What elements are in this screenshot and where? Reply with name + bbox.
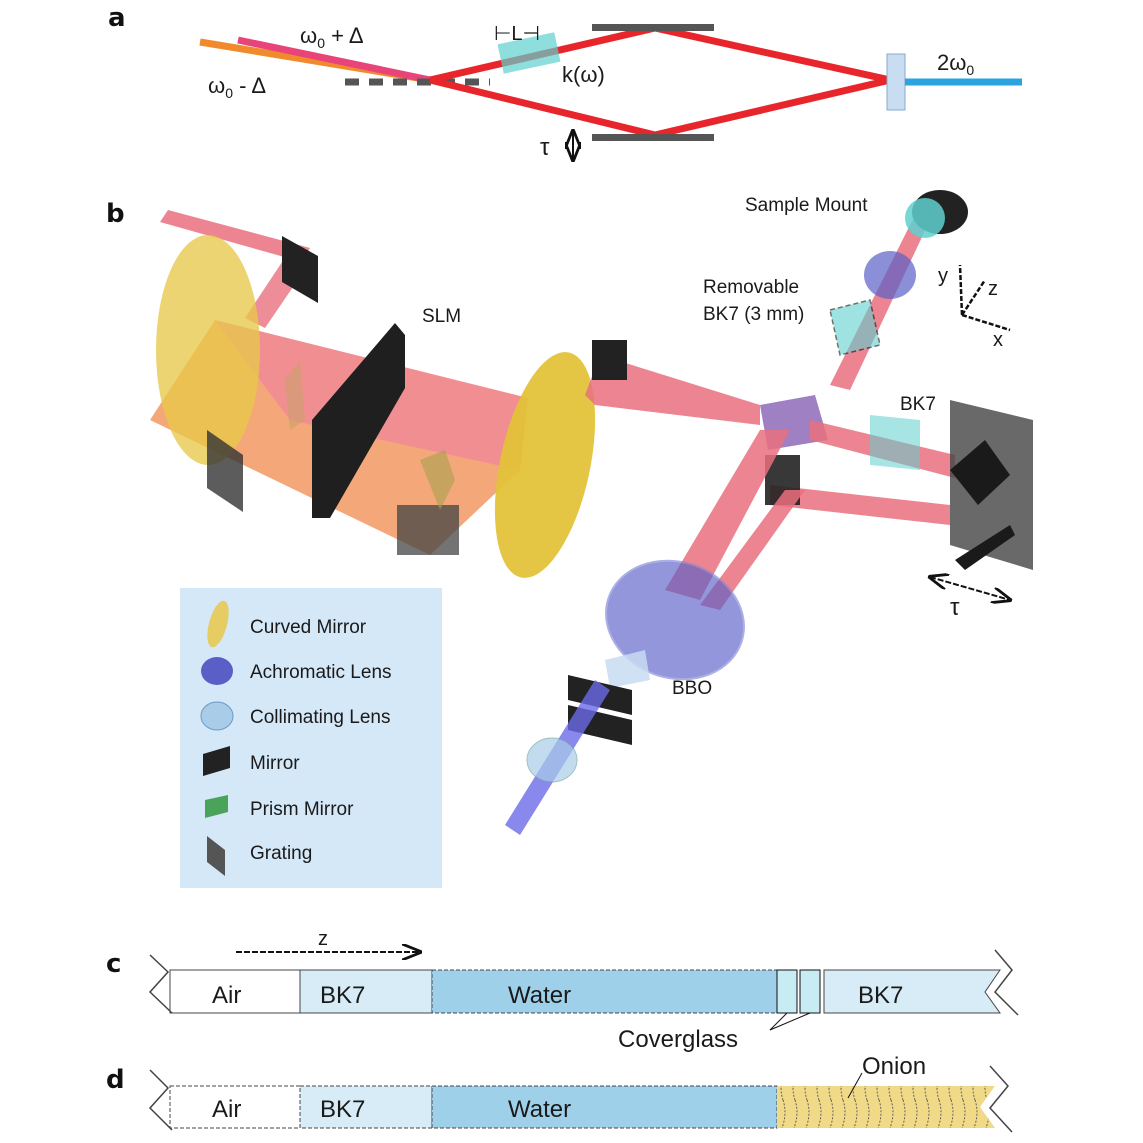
label-output: 2ω0 <box>937 50 974 78</box>
prism-mirror-right <box>420 450 455 510</box>
dispersive-element <box>497 32 561 74</box>
label-omega-plus: ω0 + Δ <box>300 23 364 51</box>
legend-label-mirror: Mirror <box>250 753 300 774</box>
layer-air <box>169 969 301 1014</box>
label-bk7: BK7 <box>900 394 936 415</box>
axes: y z x <box>938 264 1011 351</box>
label-coverglass: Coverglass <box>618 1026 738 1053</box>
input-beam <box>160 210 310 262</box>
grating-icon <box>207 836 225 876</box>
prism-mirror-left <box>285 360 305 430</box>
layer-label-bk7: BK7 <box>320 982 365 1009</box>
removable-bk7 <box>829 299 881 356</box>
coverglass-pointer-1 <box>769 1012 788 1031</box>
label-removable-1: Removable <box>703 277 799 298</box>
panel-d: d Air BK7 Water Onion <box>106 1053 1013 1133</box>
bk7-block <box>870 415 920 470</box>
z-axis-label: z <box>318 928 328 950</box>
break-left-c <box>148 954 173 1014</box>
legend-label-achromatic-lens: Achromatic Lens <box>250 662 392 683</box>
slm <box>312 323 405 518</box>
layer-label-air: Air <box>212 982 241 1009</box>
layer-bk7-right <box>823 969 1001 1014</box>
achromatic-lens-sample <box>864 251 916 299</box>
grating-left <box>207 430 243 512</box>
axis-y-label: y <box>938 265 948 287</box>
layer-label-water: Water <box>508 982 571 1009</box>
collimating-lens <box>526 737 578 783</box>
collimating-lens-icon <box>200 701 234 731</box>
label-sample-mount: Sample Mount <box>745 195 868 216</box>
mirror-top-left <box>282 236 318 303</box>
legend: Curved Mirror Achromatic Lens Collimatin… <box>180 588 442 888</box>
layer-label-air-d: Air <box>212 1096 241 1123</box>
retro-mirror-top <box>950 440 1010 505</box>
curved-mirror-left <box>156 235 260 465</box>
label-omega-minus: ω0 - Δ <box>208 73 266 101</box>
axis-x-label: x <box>993 329 1003 351</box>
label-delay-b: τ <box>950 594 960 621</box>
break-right-d <box>989 1065 1013 1133</box>
legend-label-grating: Grating <box>250 843 312 864</box>
bbo-crystal <box>605 650 650 688</box>
beam-arm-return <box>770 485 950 525</box>
layer-water <box>431 969 778 1014</box>
label-removable-2: BK7 (3 mm) <box>703 304 804 325</box>
mirror-upper-right <box>592 340 627 380</box>
label-delay-a: τ <box>540 134 550 161</box>
panel-c-label: c <box>106 949 121 979</box>
label-slm: SLM <box>422 306 461 327</box>
legend-background <box>180 588 442 888</box>
legend-label-prism-mirror: Prism Mirror <box>250 799 354 820</box>
break-left-d <box>148 1069 173 1131</box>
beam-omega-plus <box>237 36 431 84</box>
achromatic-lens-main <box>605 559 745 681</box>
layer-label-water-d: Water <box>508 1096 571 1123</box>
coverglass-pointer-2 <box>769 1012 811 1031</box>
break-right-c <box>994 949 1019 1016</box>
beam-to-splitter <box>585 355 760 425</box>
coverglass-1 <box>776 969 798 1014</box>
panel-d-label: d <box>106 1065 125 1095</box>
panel-a-label: a <box>108 3 126 33</box>
mirror-lower <box>592 134 714 141</box>
legend-label-curved-mirror: Curved Mirror <box>250 617 367 638</box>
layer-bk7 <box>299 969 433 1014</box>
delay-arrow-b <box>930 577 1010 600</box>
layer-bk7-d <box>299 1085 433 1129</box>
label-dispersion: k(ω) <box>562 62 605 87</box>
label-length: ⊢L⊣ <box>494 23 540 45</box>
onion-pointer <box>847 1072 863 1099</box>
beam-diagonal-2 <box>700 490 805 610</box>
panel-a: a ω0 + Δ ω0 - Δ ⊢L⊣ k(ω) τ 2ω0 <box>108 3 1022 161</box>
grating-bottom <box>397 505 459 555</box>
label-bbo: BBO <box>672 678 712 699</box>
mirror-icon <box>203 746 230 776</box>
legend-label-collimating-lens: Collimating Lens <box>250 707 390 728</box>
retro-mirror-bottom <box>955 525 1015 570</box>
beam-diagonal-1 <box>665 430 790 600</box>
label-onion: Onion <box>862 1053 926 1080</box>
layer-label-bk7-d: BK7 <box>320 1096 365 1123</box>
panel-c: c z Air BK7 Water BK7 Coverglass <box>106 928 1019 1053</box>
layer-label-bk7-right: BK7 <box>858 982 903 1009</box>
prism-mirror-icon <box>205 795 228 818</box>
mirror-upper <box>592 24 714 31</box>
curved-mirror-icon <box>207 600 229 648</box>
curved-mirror-right <box>494 352 596 578</box>
layer-water-d <box>431 1085 778 1129</box>
coverglass-2 <box>799 969 821 1014</box>
axis-z-label: z <box>988 278 998 300</box>
sample-mount-face <box>905 198 945 238</box>
achromatic-lens-icon <box>201 657 233 685</box>
panel-b-label: b <box>106 199 125 229</box>
